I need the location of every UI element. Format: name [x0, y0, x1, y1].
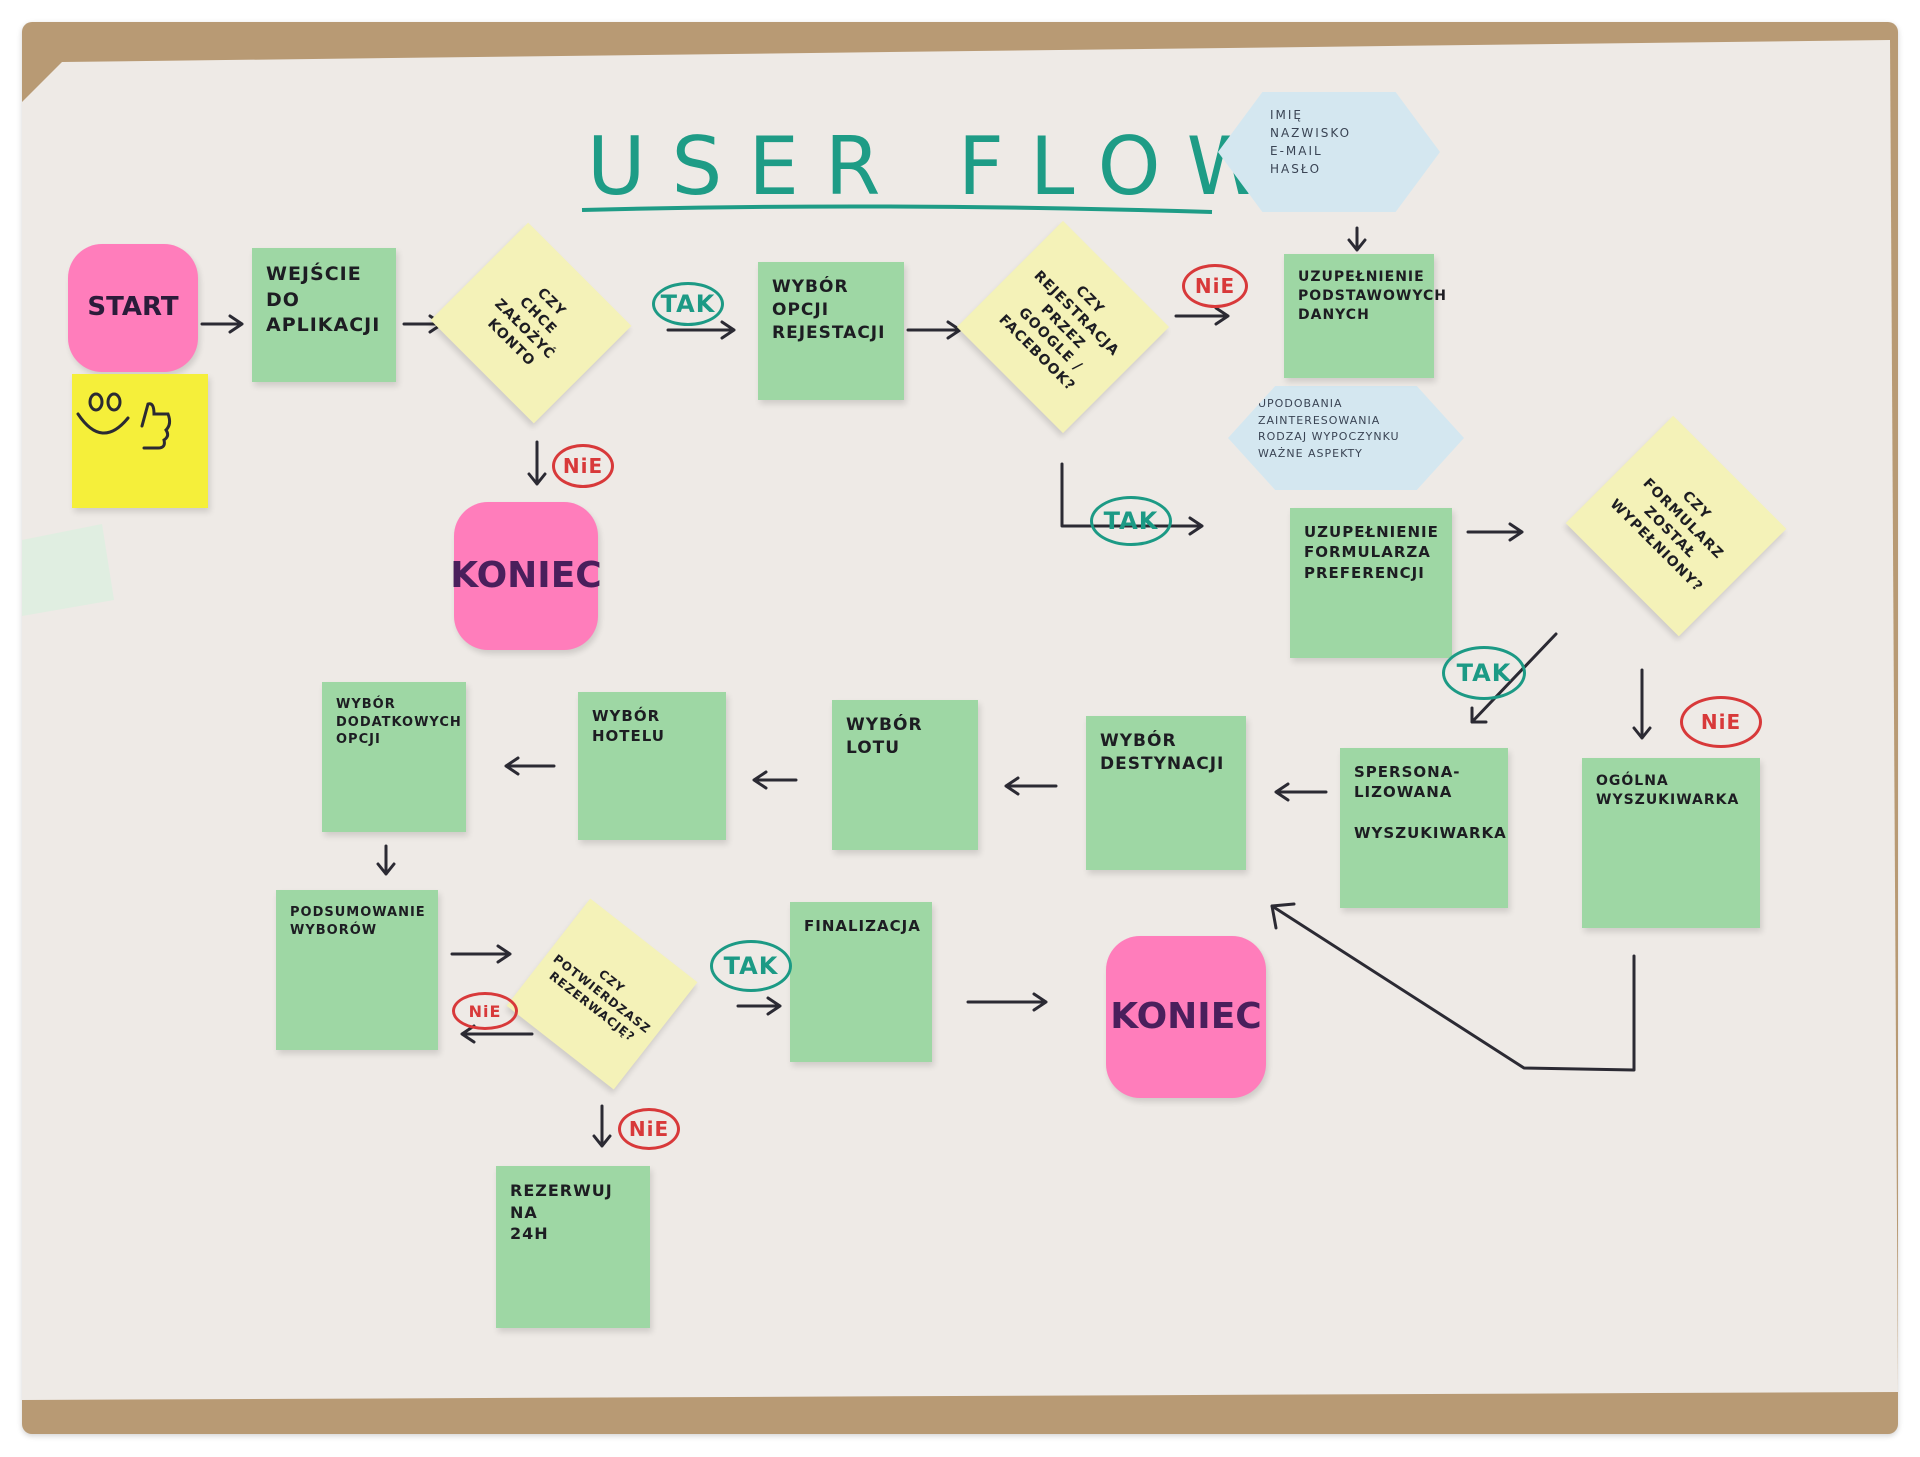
nie-badge-rezerwuj: NiE [618, 1108, 680, 1150]
arrow-preferencje-formularz [1466, 522, 1524, 542]
paper-sheet: USER FLOW IMIĘ NAZWISKO E-MAIL HASŁO UPO… [22, 22, 1898, 1434]
flip-chart-photo: USER FLOW IMIĘ NAZWISKO E-MAIL HASŁO UPO… [22, 22, 1898, 1434]
arrow-potwierdzasz-podsumowanie [460, 1024, 534, 1044]
diagram-title: USER FLOW [587, 120, 1292, 213]
tak-badge-google: TAK [1090, 496, 1172, 546]
arrow-finalizacja-koniec [966, 992, 1048, 1012]
nie-badge-konto: NiE [552, 444, 614, 488]
arrow-ogolna-destynacja [1270, 902, 1636, 1072]
wybor-destynacji-note: WYBÓR DESTYNACJI [1086, 716, 1246, 870]
podsumowanie-wyborow-note: PODSUMOWANIE WYBORÓW [276, 890, 438, 1050]
wybor-lotu-note: WYBÓR LOTU [832, 700, 978, 850]
uzupelnienie-podstawowych-danych-note: UZUPEŁNIENIE PODSTAWOWYCH DANYCH [1284, 254, 1446, 378]
start-note: START [68, 244, 198, 372]
tape-strip [22, 524, 114, 616]
arrow-potwierdzasz-finalizacja [736, 996, 782, 1016]
nie-badge-formularz: NiE [1680, 696, 1762, 748]
smiley-note [72, 374, 208, 508]
smiley-thumbs-up-icon [76, 392, 172, 450]
hexagon-preferencje: UPODOBANIA ZAINTERESOWANIA RODZAJ WYPOCZ… [1228, 386, 1464, 490]
wybor-opcji-rejestracji-note: WYBÓR OPCJI REJESTACJI [758, 262, 904, 400]
arrow-opcje-podsumowanie [376, 844, 396, 876]
koniec-note-1: KONIEC [450, 502, 602, 650]
ogolna-wyszukiwarka-note: OGÓLNA WYSZUKIWARKA [1582, 758, 1760, 928]
tak-badge-potwierdzasz: TAK [710, 940, 792, 992]
wybor-dodatkowych-opcji-note: WYBÓR DODATKOWYCH OPCJI [322, 682, 466, 832]
wybor-hotelu-note: WYBÓR HOTELU [578, 692, 726, 840]
nie-badge-potwierdzasz: NiE [452, 992, 518, 1030]
arrow-spersonalizowana-destynacja [1274, 782, 1328, 802]
tak-badge-konto: TAK [652, 282, 724, 326]
arrow-potwierdzasz-rezerwuj [592, 1104, 612, 1148]
arrow-destynacja-lot [1004, 776, 1058, 796]
arrow-start-wejscie [200, 314, 244, 334]
finalizacja-note: FINALIZACJA [790, 902, 932, 1062]
arrow-google-dane [1174, 306, 1230, 326]
uzupelnienie-formularza-preferencji-note: UZUPEŁNIENIE FORMULARZA PREFERENCJI [1290, 508, 1452, 658]
arrow-hex-dane [1347, 226, 1367, 252]
hexagon-dane: IMIĘ NAZWISKO E-MAIL HASŁO [1218, 92, 1440, 212]
arrow-konto-opcje [666, 320, 736, 340]
title-underline [581, 204, 1213, 214]
arrow-hotel-opcje [504, 756, 556, 776]
koniec-note-2: KONIEC [1106, 936, 1266, 1098]
arrow-lot-hotel [752, 770, 798, 790]
nie-badge-google: NiE [1182, 264, 1248, 308]
arrow-podsumowanie-potwierdzasz [450, 944, 512, 964]
arrow-formularz-ogolna [1632, 668, 1652, 740]
spersonalizowana-wyszukiwarka-note: SPERSONA- LIZOWANA WYSZUKIWARKA [1340, 748, 1508, 908]
wejscie-do-aplikacji-note: WEJŚCIE DO APLIKACJI [252, 248, 396, 382]
rezerwuj-na-24h-note: REZERWUJ NA 24H [496, 1166, 650, 1328]
arrow-konto-koniec [527, 440, 547, 486]
tak-badge-formularz: TAK [1442, 646, 1526, 700]
